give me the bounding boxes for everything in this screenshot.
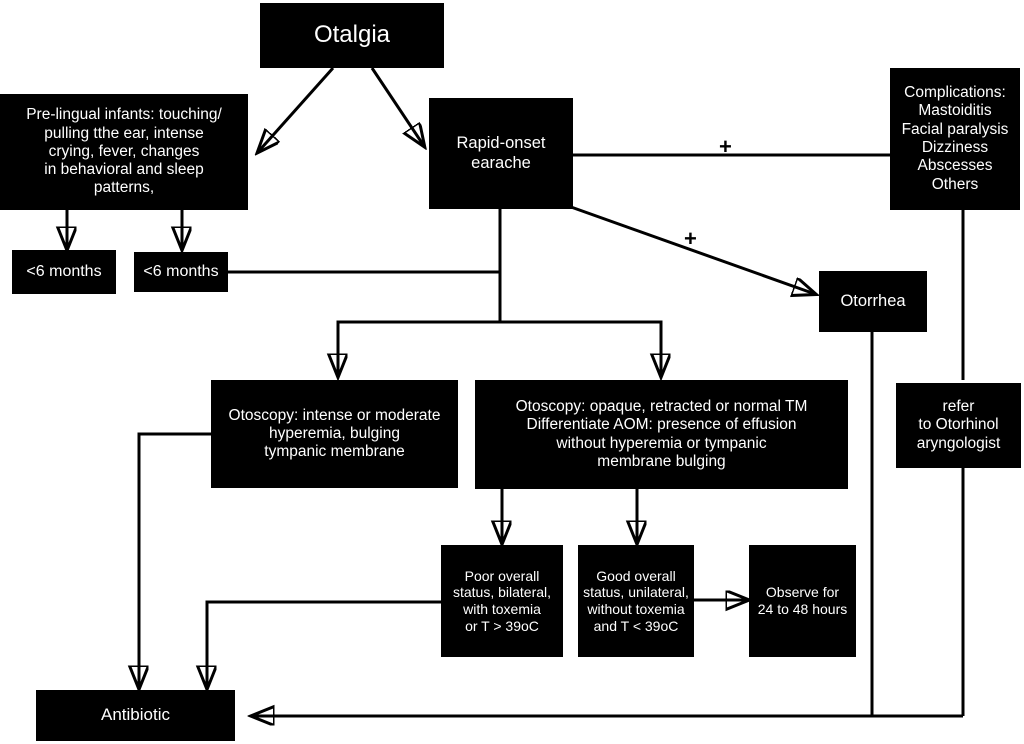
node-months-left[interactable]: <6 months [12, 250, 116, 294]
edge-poor-status-to-antibiotic [207, 600, 441, 688]
node-poor-overall-status[interactable]: Poor overall status, bilateral, with tox… [441, 545, 563, 657]
node-months-right[interactable]: <6 months [134, 252, 228, 292]
edge-otoscopy-left-to-antibiotic [139, 432, 211, 688]
edge-otalgia-to-prelingual [258, 67, 335, 152]
node-otalgia[interactable]: Otalgia [260, 3, 444, 68]
node-otorrhea[interactable]: Otorrhea [819, 271, 927, 332]
node-prelingual-infants[interactable]: Pre-lingual infants: touching/ pulling t… [0, 94, 248, 210]
node-antibiotic[interactable]: Antibiotic [36, 690, 235, 741]
node-otoscopy-right[interactable]: Otoscopy: opaque, retracted or normal TM… [475, 380, 848, 489]
node-good-overall-status[interactable]: Good overall status, unilateral, without… [578, 545, 694, 657]
node-otoscopy-left[interactable]: Otoscopy: intense or moderate hyperemia,… [211, 380, 458, 488]
edge-trunk-split-left [338, 320, 500, 376]
node-complications[interactable]: Complications: Mastoiditis Facial paraly… [890, 68, 1020, 210]
node-refer-otorhinolaryngologist[interactable]: refer to Otorhinol aryngologist [896, 383, 1021, 468]
node-observe[interactable]: Observe for 24 to 48 hours [749, 545, 856, 657]
edge-label-plus-otorrhea: + [684, 226, 697, 251]
edge-label-plus-complications: + [719, 134, 732, 159]
node-rapid-onset-earache[interactable]: Rapid-onset earache [429, 98, 573, 209]
edge-otalgia-to-rapid-onset [370, 67, 424, 146]
edge-trunk-split-right [500, 320, 661, 376]
